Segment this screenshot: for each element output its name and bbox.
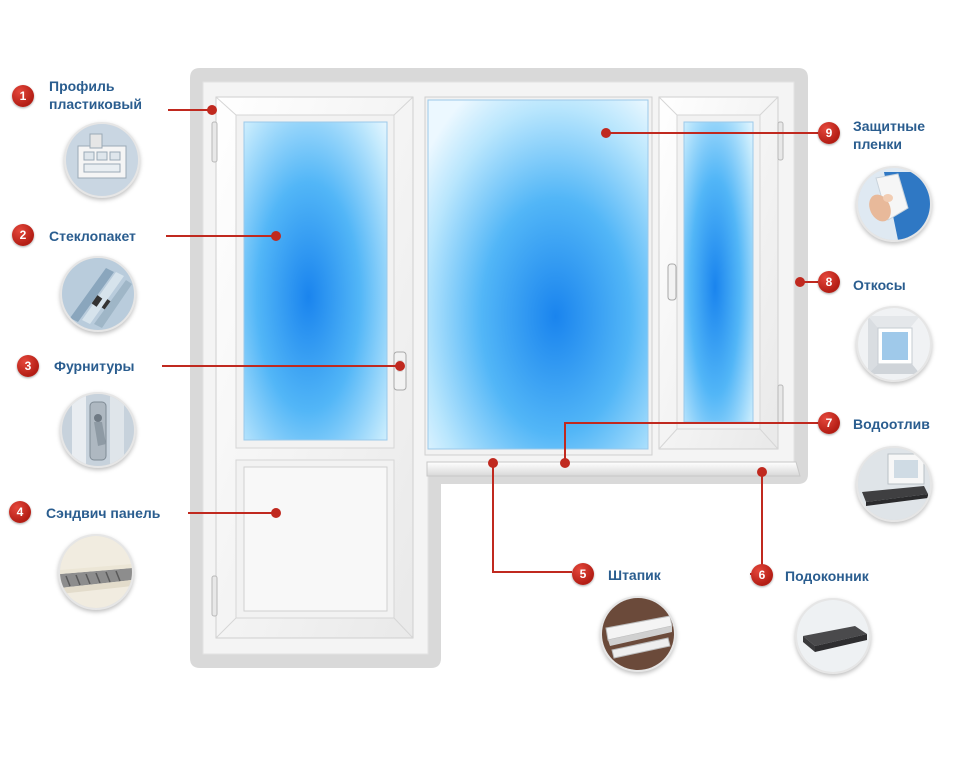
callout-label-7: Водоотлив xyxy=(853,416,930,432)
fixed-window-glass xyxy=(427,99,649,450)
sandwich-panel xyxy=(243,466,388,612)
sash-hinge-top xyxy=(777,121,784,161)
callout-label-4: Сэндвич панель xyxy=(46,505,161,521)
leader-dots xyxy=(207,105,805,518)
sash-hinge-bottom xyxy=(777,384,784,424)
drip-edge-icon xyxy=(856,446,932,522)
callout-badge-4: 4 xyxy=(9,501,31,523)
callout-badge-5: 5 xyxy=(572,563,594,585)
sash-handle xyxy=(667,263,677,301)
callout-badge-7: 7 xyxy=(818,412,840,434)
window-sill xyxy=(426,461,801,477)
callout-badge-8: 8 xyxy=(818,271,840,293)
window-slopes-icon xyxy=(856,306,932,382)
sash-glass xyxy=(683,121,754,423)
callout-label-5: Штапик xyxy=(608,567,661,583)
callout-label-8: Откосы xyxy=(853,277,906,293)
callout-badge-9: 9 xyxy=(818,122,840,144)
callout-badge-6: 6 xyxy=(751,564,773,586)
callout-label-2: Стеклопакет xyxy=(49,228,136,244)
callout-label-9: Защитные пленки xyxy=(853,118,926,152)
window-sill-icon xyxy=(795,598,871,674)
callout-label-6: Подоконник xyxy=(785,568,869,584)
pvc-profile-icon xyxy=(64,122,140,198)
callout-badge-2: 2 xyxy=(12,224,34,246)
callout-label-1: Профиль пластиковый xyxy=(49,78,142,112)
callout-badge-3: 3 xyxy=(17,355,39,377)
glazing-bead-icon xyxy=(600,596,676,672)
door-hinge-top xyxy=(211,121,218,163)
door-glass xyxy=(243,121,388,441)
glass-unit-icon xyxy=(60,256,136,332)
protective-film-icon xyxy=(856,166,932,242)
callout-label-3: Фурнитуры xyxy=(54,358,135,374)
hardware-handle-icon xyxy=(60,392,136,468)
sandwich-panel-icon xyxy=(58,534,134,610)
door-hinge-bottom xyxy=(211,575,218,617)
callout-badge-1: 1 xyxy=(12,85,34,107)
